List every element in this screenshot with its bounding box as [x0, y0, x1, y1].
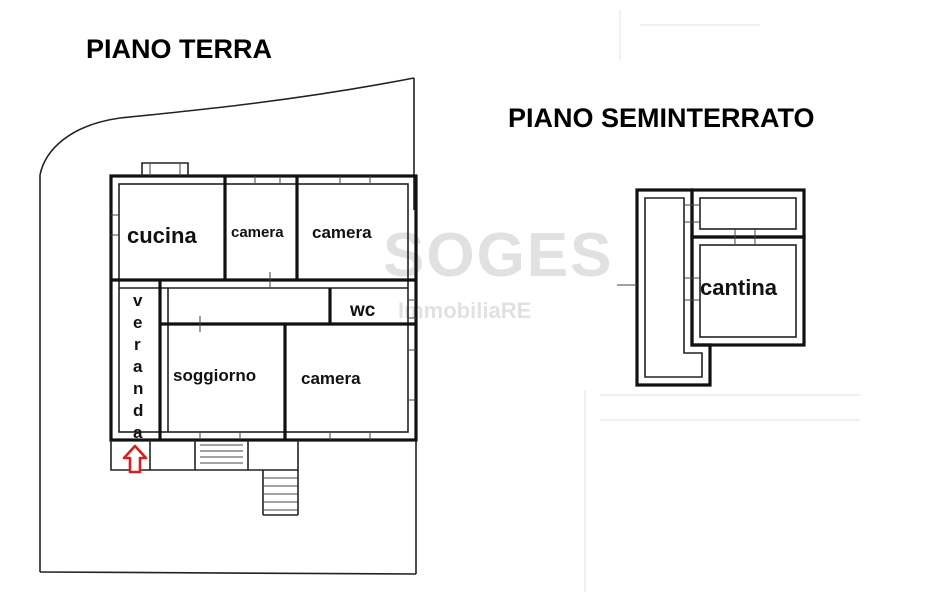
lot-boundary — [39, 77, 417, 575]
basement-title: PIANO SEMINTERRATO — [508, 103, 815, 133]
entrance-arrow-icon — [122, 444, 148, 474]
room-label-cucina: cucina — [127, 223, 197, 248]
scan-background-lines — [584, 10, 860, 592]
veranda-letter-7: a — [133, 423, 143, 442]
watermark-logo: SOGES ImmobiliaRE — [383, 221, 614, 323]
watermark-sub-suffix: RE — [501, 298, 532, 323]
room-label-veranda: v e r a n d a — [133, 291, 143, 442]
veranda-letter-6: d — [133, 401, 143, 420]
ground-floor-title: PIANO TERRA — [86, 34, 272, 64]
room-label-camera-small: camera — [231, 224, 284, 241]
veranda-letter-5: n — [133, 379, 143, 398]
watermark-brand: SOGES — [383, 221, 614, 290]
room-label-camera-bottom: camera — [301, 369, 361, 388]
veranda-letter-2: e — [133, 313, 142, 332]
veranda-letter-1: v — [133, 291, 143, 310]
veranda-letter-3: r — [134, 335, 141, 354]
watermark-sub-prefix: Immobilia — [398, 298, 501, 323]
room-label-cantina: cantina — [700, 275, 778, 300]
watermark-sub: ImmobiliaRE — [398, 298, 531, 323]
veranda-letter-4: a — [133, 357, 143, 376]
room-label-wc: wc — [349, 300, 376, 321]
basement-walls — [617, 188, 806, 387]
room-label-soggiorno: soggiorno — [173, 366, 256, 385]
entrance-stairs — [149, 440, 299, 516]
room-label-camera-top: camera — [312, 223, 372, 242]
ground-floor-walls — [109, 162, 418, 442]
